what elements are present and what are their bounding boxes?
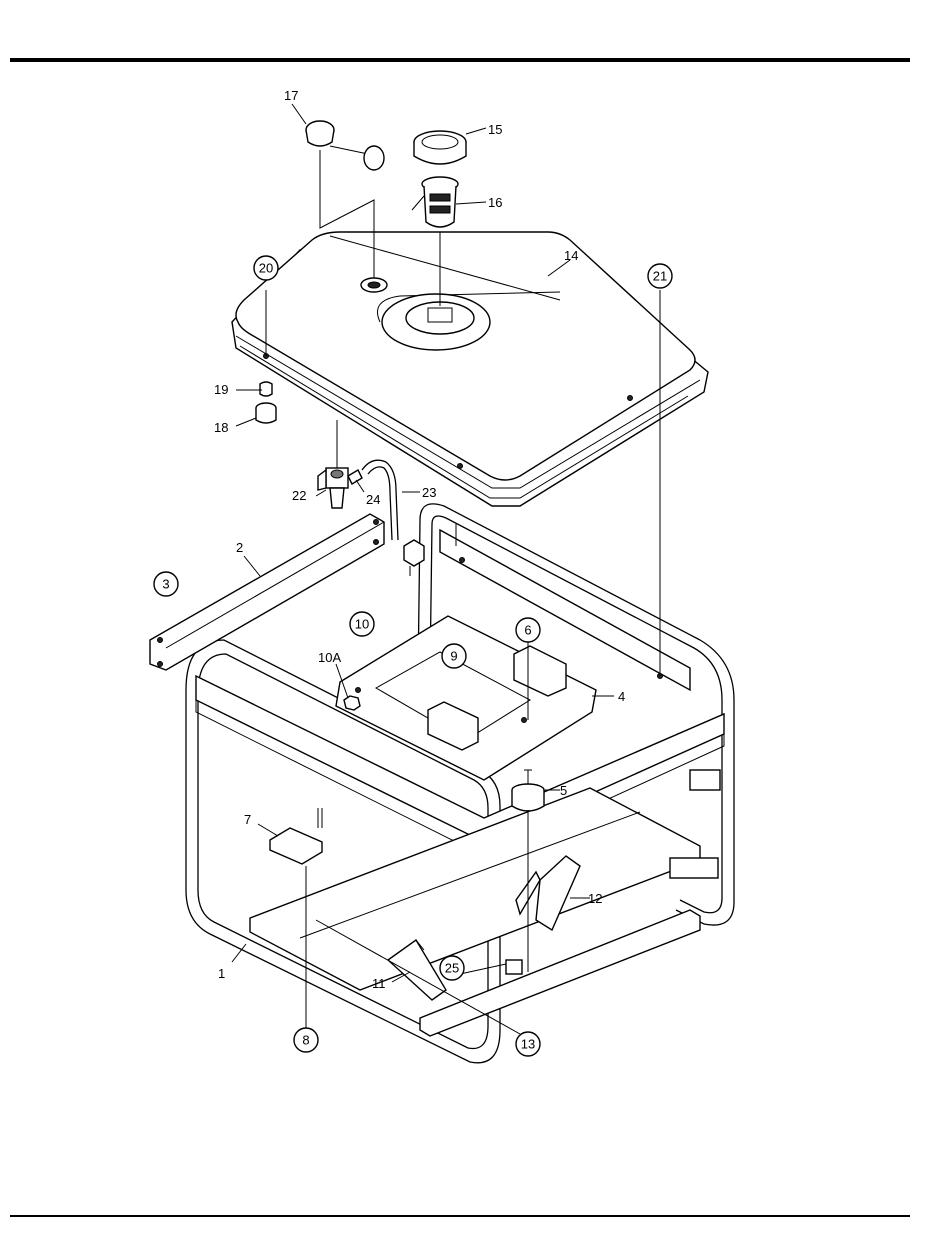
callout-2: 2 — [236, 540, 243, 555]
callout-label: 22 — [292, 488, 306, 503]
callout-3: 3 — [154, 572, 178, 596]
callout-19: 19 — [214, 382, 228, 397]
fuel-cock — [318, 468, 348, 508]
callout-label: 23 — [422, 485, 436, 500]
callout-13: 13 — [516, 1032, 540, 1056]
callout-10: 10 — [350, 612, 374, 636]
callout-15: 15 — [488, 122, 502, 137]
callout-1: 1 — [218, 966, 225, 981]
callout-label: 1 — [218, 966, 225, 981]
callout-17: 17 — [284, 88, 298, 103]
callout-22: 22 — [292, 488, 306, 503]
callout-label: 10 — [355, 617, 369, 632]
callout-label: 11 — [372, 976, 386, 991]
callout-label: 2 — [236, 540, 243, 555]
callout-label: 3 — [162, 577, 169, 592]
callout-8: 8 — [294, 1028, 318, 1052]
tank-support-bar — [150, 514, 384, 670]
tank-cap — [414, 131, 466, 164]
callout-label: 25 — [445, 961, 459, 976]
callout-5: 5 — [560, 783, 567, 798]
callout-label: 12 — [588, 891, 602, 906]
tank-clip — [260, 382, 272, 396]
callout-25: 25 — [440, 956, 464, 980]
callout-label: 4 — [618, 689, 625, 704]
callout-label: 15 — [488, 122, 502, 137]
callout-label-14: 14 — [564, 248, 578, 263]
fuel-tank — [232, 232, 708, 506]
callout-label: 9 — [450, 649, 457, 664]
fuel-gauge — [306, 121, 384, 170]
callout-21: 21 — [648, 264, 672, 288]
hex-nut — [344, 696, 360, 710]
callout-label: 7 — [244, 812, 251, 827]
callout-label: 21 — [653, 269, 667, 284]
callout-12: 12 — [588, 891, 602, 906]
callout-6: 6 — [516, 618, 540, 642]
callout-4: 4 — [618, 689, 625, 704]
callout-label: 20 — [259, 261, 273, 276]
callout-label-18: 18 — [214, 420, 228, 435]
callout-23: 23 — [422, 485, 436, 500]
callout-11: 11 — [372, 976, 386, 991]
callout-14: 14 — [564, 248, 578, 263]
fuel-joint — [348, 470, 362, 484]
callout-label: 10A — [318, 650, 341, 665]
callout-16: 16 — [488, 195, 502, 210]
callout-label: 24 — [366, 492, 380, 507]
callout-9: 9 — [442, 644, 466, 668]
callout-label: 17 — [284, 88, 298, 103]
callout-20: 20 — [254, 256, 278, 280]
callout-18: 18 — [214, 420, 228, 435]
callout-24: 24 — [366, 492, 380, 507]
callout-label: 19 — [214, 382, 228, 397]
callout-10A: 10A — [318, 650, 341, 665]
rubber-mount — [512, 770, 544, 811]
callout-label: 5 — [560, 783, 567, 798]
callout-label: 8 — [302, 1033, 309, 1048]
engine-bracket — [336, 616, 596, 780]
callout-label: 16 — [488, 195, 502, 210]
tube-clamp — [404, 540, 424, 576]
fuel-strainer — [412, 177, 458, 227]
callout-7: 7 — [244, 812, 251, 827]
callout-label-13: 13 — [521, 1037, 535, 1052]
rubber-seal — [256, 403, 276, 423]
callout-label: 6 — [524, 623, 531, 638]
